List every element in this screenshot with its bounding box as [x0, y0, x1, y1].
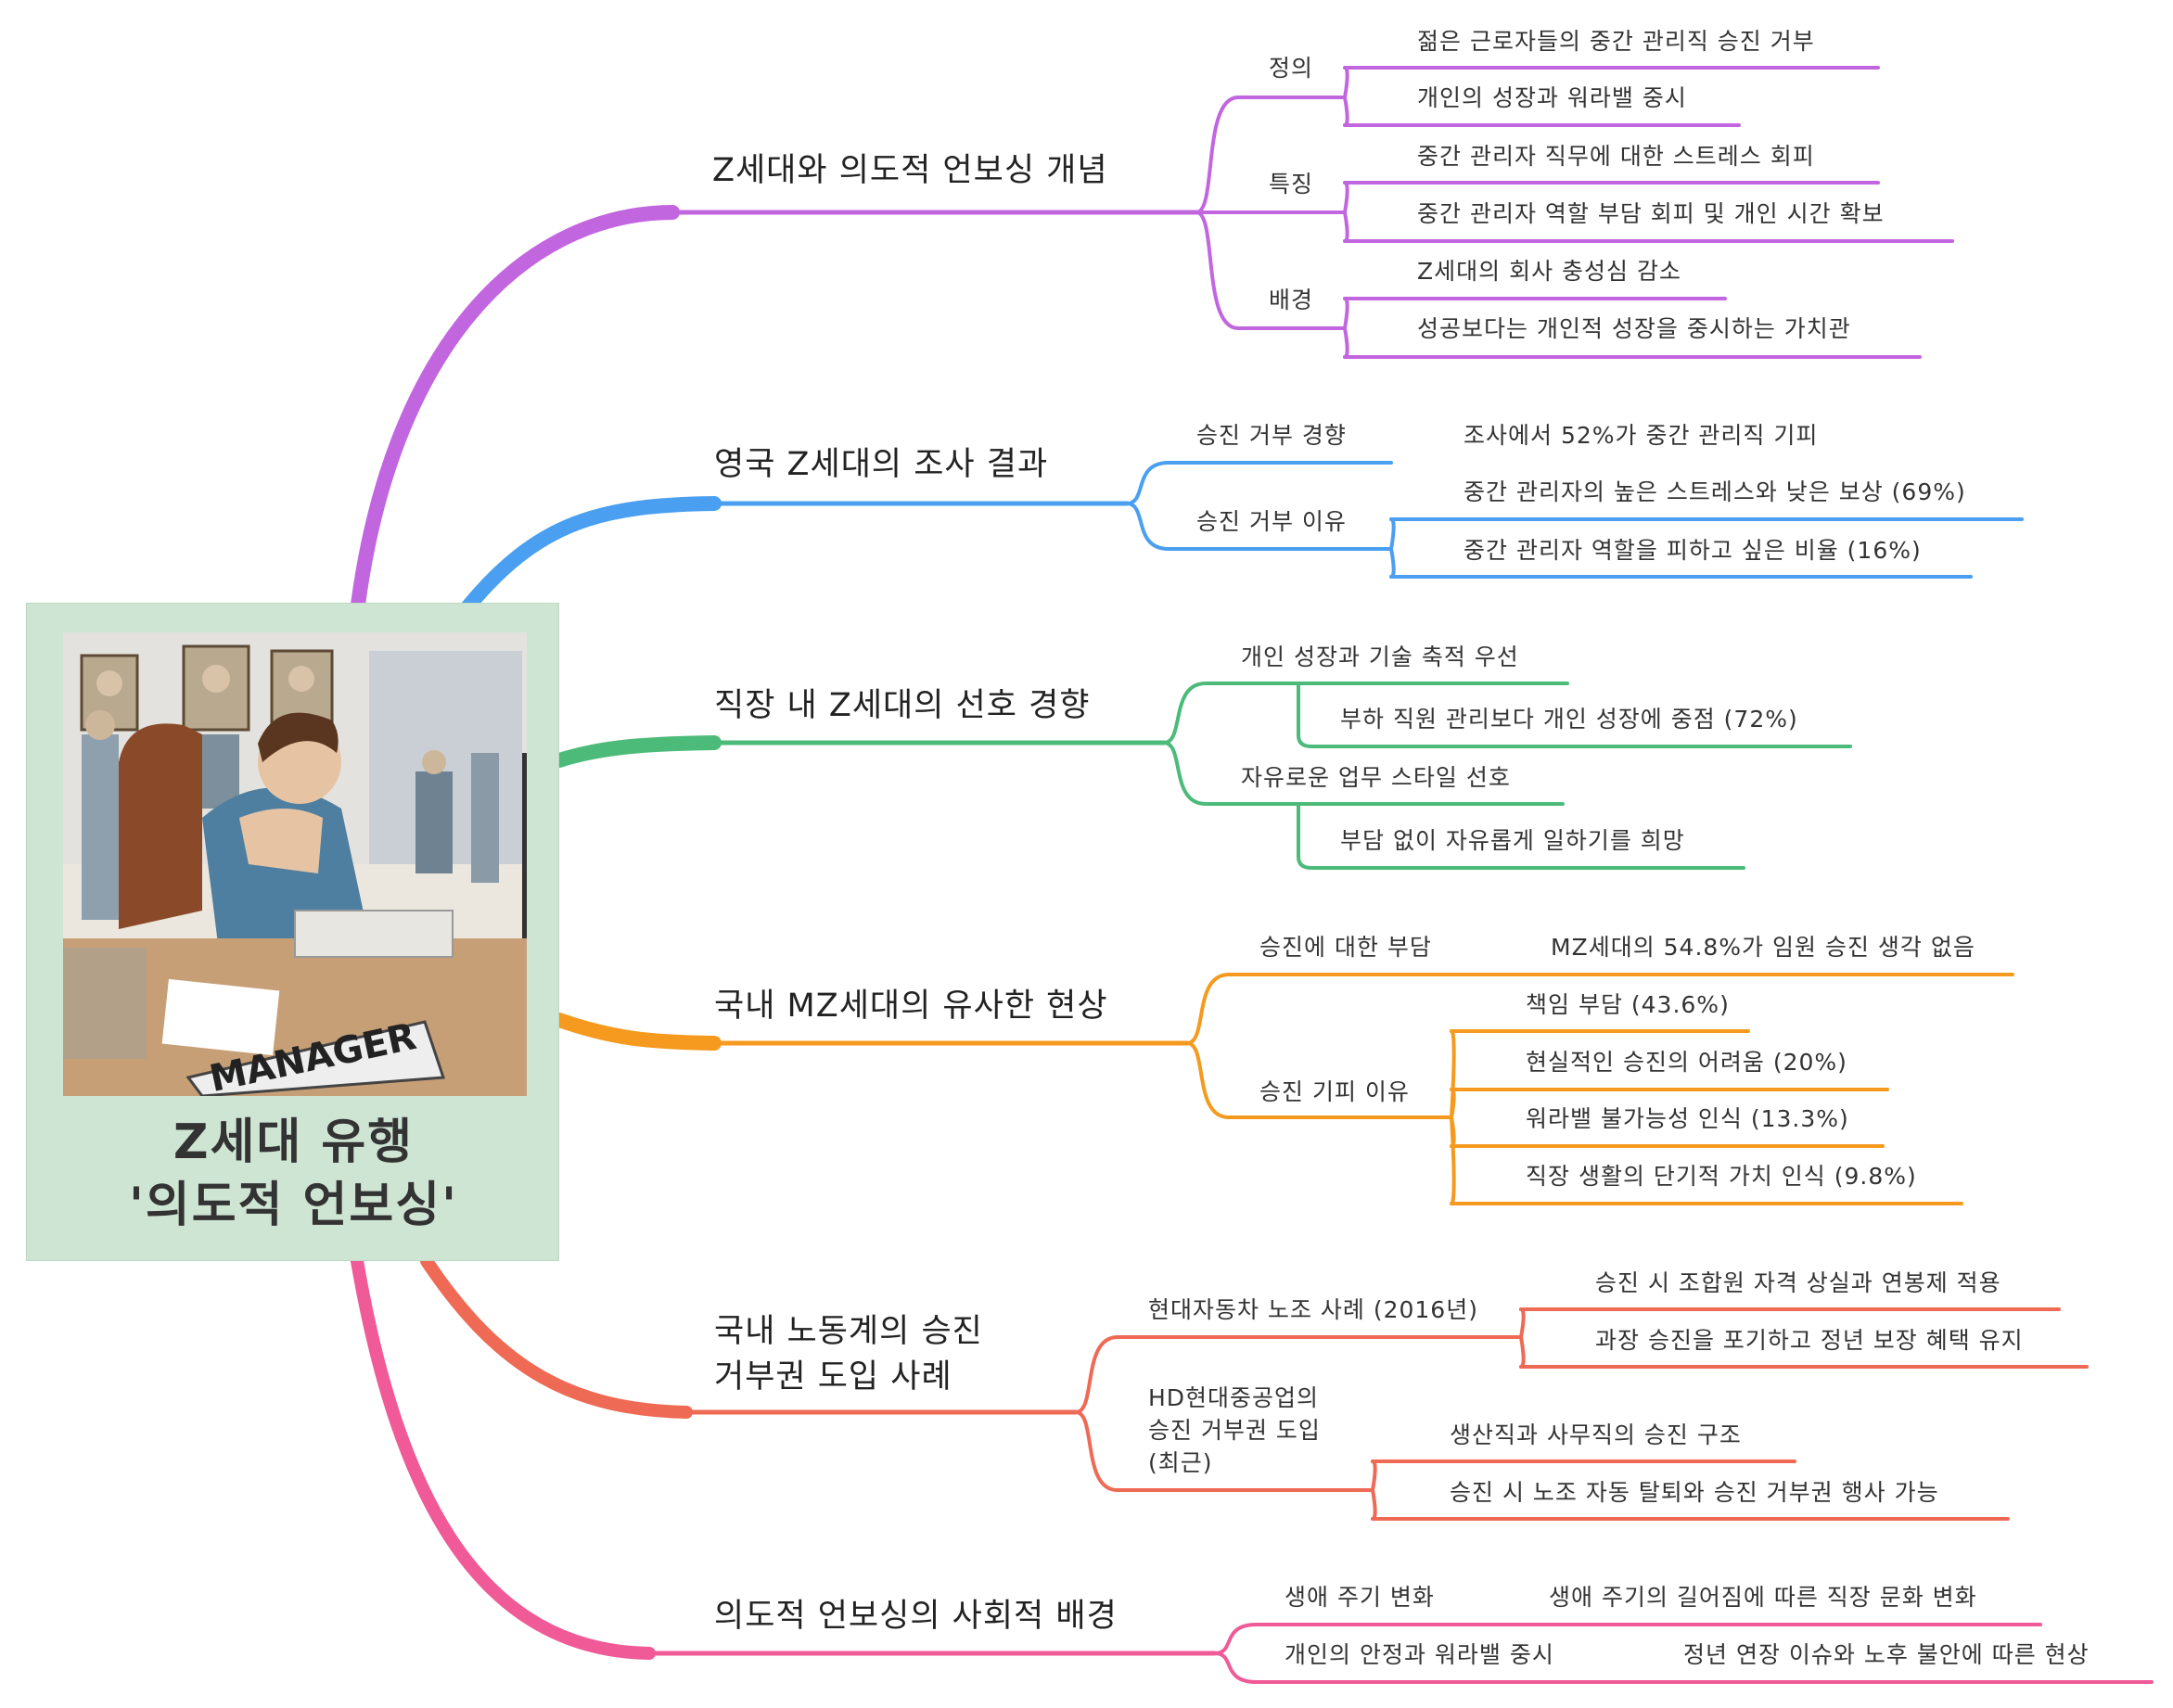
topic-hd-hyundai-line1: HD현대중공업의: [1148, 1384, 1320, 1411]
topic-refusal-reasons[interactable]: 승진 거부 이유: [1196, 508, 1347, 535]
branch-labor-cases-line1: 국내 노동계의 승진: [714, 1313, 983, 1350]
leaf-stability-balance-1[interactable]: 정년 연장 이슈와 노후 불안에 따른 현상: [1683, 1641, 2090, 1668]
root-topic[interactable]: MANAGER Z세대 유행 '의도적 언보싱': [26, 603, 559, 1261]
topic-background[interactable]: 배경: [1269, 287, 1314, 313]
topic-avoidance-reasons[interactable]: 승진 기피 이유: [1259, 1078, 1410, 1105]
trunk-connector-pink: [351, 1255, 656, 1660]
leaf-connector: [1343, 66, 1349, 99]
sub-connector: [1195, 96, 1240, 214]
leaf-connector: [1389, 547, 1396, 579]
leaf-connector: [1343, 96, 1349, 127]
leaf-connector: [1343, 326, 1349, 359]
topic-hyundai-motor[interactable]: 현대자동차 노조 사례 (2016년): [1148, 1296, 1478, 1323]
leaf-hyundai-motor-1[interactable]: 승진 시 조합원 자격 상실과 연봉제 적용: [1595, 1269, 2001, 1296]
topic-personal-growth[interactable]: 개인 성장과 기술 축적 우선: [1241, 644, 1519, 670]
root-title-line2: '의도적 언보싱': [129, 1177, 458, 1233]
leaf-features-1[interactable]: 중간 관리자 직무에 대한 스트레스 회피: [1417, 143, 1815, 170]
branch-uk-survey[interactable]: 영국 Z세대의 조사 결과: [714, 446, 1049, 483]
leaf-connector: [1297, 802, 1745, 870]
leaf-promotion-burden-1[interactable]: MZ세대의 54.8%가 임원 승진 생각 없음: [1551, 934, 1975, 961]
branch-workplace-preference[interactable]: 직장 내 Z세대의 선호 경향: [714, 687, 1091, 724]
sub-connector: [1125, 461, 1170, 505]
topic-hd-hyundai[interactable]: HD현대중공업의 승진 거부권 도입 (최근): [1148, 1382, 1321, 1479]
leaf-connector: [1519, 1307, 1526, 1339]
topic-stability-balance[interactable]: 개인의 안정과 워라밸 중시: [1285, 1641, 1554, 1668]
topic-promotion-burden[interactable]: 승진에 대한 부담: [1259, 934, 1432, 961]
topic-hd-hyundai-line2: 승진 거부권 도입: [1148, 1417, 1321, 1444]
topic-free-work-style[interactable]: 자유로운 업무 스타일 선호: [1241, 764, 1511, 791]
leaf-connector: [1371, 1488, 1377, 1521]
leaf-background-1[interactable]: Z세대의 회사 충성심 감소: [1417, 258, 1681, 285]
illustration: MANAGER: [63, 632, 527, 1096]
trunk-connector-orange: [552, 1013, 722, 1051]
branch-social-background[interactable]: 의도적 언보싱의 사회적 배경: [714, 1598, 1118, 1635]
leaf-free-work-style-1[interactable]: 부담 없이 자유롭게 일하기를 희망: [1340, 827, 1685, 854]
leaf-avoidance-reasons-2[interactable]: 현실적인 승진의 어려움 (20%): [1526, 1049, 1847, 1076]
branch-korea-mz[interactable]: 국내 MZ세대의 유사한 현상: [714, 988, 1108, 1025]
trunk-connector-purple: [350, 205, 680, 619]
sub-connector: [1125, 502, 1170, 551]
leaf-refusal-reasons-2[interactable]: 중간 관리자 역할을 피하고 싶은 비율 (16%): [1464, 537, 1922, 564]
root-title: Z세대 유행 '의도적 언보싱': [27, 1112, 560, 1237]
leaf-connector: [1450, 1115, 1456, 1205]
sub-connector: [1213, 1623, 1259, 1655]
leaf-definition-1[interactable]: 젊은 근로자들의 중간 관리직 승진 거부: [1417, 28, 1815, 55]
trunk-connector-red: [420, 1255, 693, 1419]
leaf-hyundai-motor-2[interactable]: 과장 승진을 포기하고 정년 보장 혜택 유지: [1595, 1327, 2024, 1354]
leaf-life-cycle-1[interactable]: 생애 주기의 길어짐에 따른 직장 문화 변화: [1549, 1584, 1977, 1611]
sub-connector: [1074, 1410, 1119, 1492]
leaf-definition-2[interactable]: 개인의 성장과 워라밸 중시: [1417, 84, 1687, 111]
trunk-connector-blue: [456, 496, 722, 619]
leaf-background-2[interactable]: 성공보다는 개인적 성장을 중시하는 가치관: [1417, 315, 1851, 342]
leaf-hd-hyundai-1[interactable]: 생산직과 사무직의 승진 구조: [1450, 1421, 1742, 1448]
leaf-connector: [1343, 181, 1349, 214]
topic-refusal-tendency[interactable]: 승진 거부 경향: [1196, 422, 1347, 449]
leaf-connector: [1519, 1335, 1526, 1369]
stressed-manager-illustration: MANAGER: [63, 632, 527, 1096]
branch-labor-cases[interactable]: 국내 노동계의 승진 거부권 도입 사례: [714, 1309, 983, 1400]
sub-connector: [1213, 1651, 1259, 1684]
branch-concept[interactable]: Z세대와 의도적 언보싱 개념: [712, 152, 1108, 189]
sub-connector: [1185, 1041, 1231, 1119]
branch-labor-cases-line2: 거부권 도입 사례: [714, 1358, 952, 1396]
leaf-connector: [1371, 1459, 1377, 1492]
leaf-refusal-tendency-1[interactable]: 조사에서 52%가 중간 관리직 기피: [1464, 422, 1819, 449]
sub-connector: [1162, 682, 1208, 745]
sub-connector: [1162, 741, 1208, 806]
trunk-connector-green: [552, 735, 722, 768]
topic-features[interactable]: 특징: [1269, 171, 1314, 198]
leaf-connector: [1343, 210, 1349, 243]
leaf-avoidance-reasons-4[interactable]: 직장 생활의 단기적 가치 인식 (9.8%): [1526, 1163, 1917, 1190]
leaf-refusal-reasons-1[interactable]: 중간 관리자의 높은 스트레스와 낮은 보상 (69%): [1464, 478, 1966, 505]
leaf-personal-growth-1[interactable]: 부하 직원 관리보다 개인 성장에 중점 (72%): [1340, 706, 1798, 733]
leaf-connector: [1297, 682, 1852, 748]
leaf-connector: [1389, 517, 1396, 551]
sub-connector: [1074, 1335, 1119, 1414]
leaf-avoidance-reasons-1[interactable]: 책임 부담 (43.6%): [1526, 991, 1730, 1018]
leaf-connector: [1343, 297, 1349, 330]
sub-connector: [1185, 973, 1231, 1045]
leaf-avoidance-reasons-3[interactable]: 워라밸 불가능성 인식 (13.3%): [1526, 1105, 1849, 1132]
topic-life-cycle[interactable]: 생애 주기 변화: [1285, 1584, 1435, 1611]
root-title-line1: Z세대 유행: [173, 1115, 415, 1170]
leaf-hd-hyundai-2[interactable]: 승진 시 노조 자동 탈퇴와 승진 거부권 행사 가능: [1450, 1479, 1939, 1506]
leaf-features-2[interactable]: 중간 관리자 역할 부담 회피 및 개인 시간 확보: [1417, 200, 1885, 227]
sub-connector: [1195, 210, 1240, 330]
topic-definition[interactable]: 정의: [1269, 55, 1314, 82]
topic-hd-hyundai-line3: (최근): [1148, 1449, 1213, 1476]
